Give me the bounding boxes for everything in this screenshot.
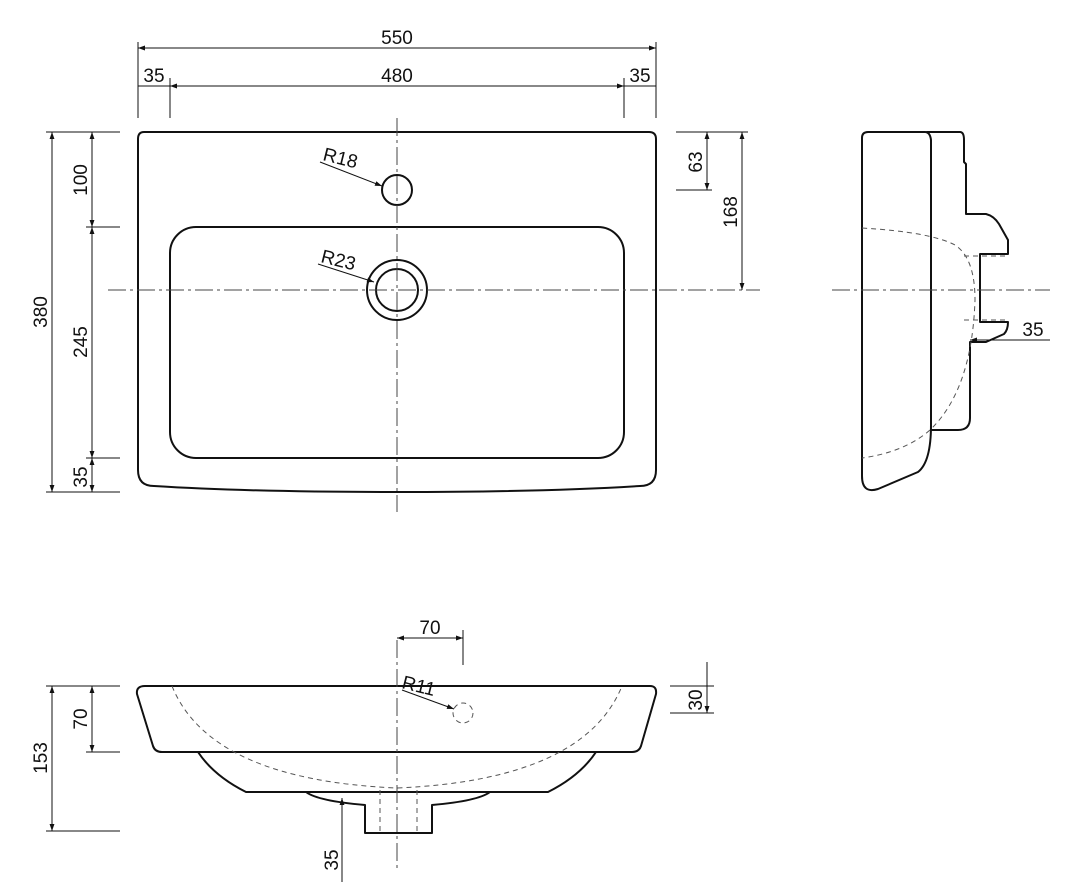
dim-inner-width: 480 — [381, 66, 413, 87]
label-drain-radius: R23 — [319, 246, 358, 275]
leader-tap-hole — [319, 161, 383, 187]
label-tap-hole-radius: R18 — [321, 144, 360, 173]
front-view-bowl-hidden — [171, 685, 623, 789]
side-view-body — [861, 131, 932, 492]
dim-rim-height: 70 — [71, 708, 92, 729]
dim-overflow-offset: 70 — [419, 618, 440, 639]
dim-overall-width: 550 — [381, 28, 413, 49]
side-view-bowl-hidden — [861, 227, 976, 459]
top-view: 550 35 480 35 380 100 245 35 R18 R23 63 … — [31, 28, 760, 512]
side-view: 35 — [832, 131, 1050, 492]
dim-margin-left: 35 — [143, 66, 164, 87]
dim-outlet-length: 35 — [1022, 320, 1043, 341]
dim-overflow-height: 30 — [686, 689, 707, 710]
leader-overflow — [401, 689, 455, 710]
dim-front-rim: 35 — [71, 466, 92, 487]
dim-overall-depth: 380 — [31, 296, 52, 328]
top-view-outline — [137, 131, 657, 493]
overflow-hole — [452, 702, 474, 724]
dim-total-height: 153 — [31, 742, 52, 774]
label-overflow-radius: R11 — [400, 672, 438, 700]
front-view-outlet — [305, 791, 491, 834]
dim-margin-right: 35 — [629, 66, 650, 87]
leader-drain — [317, 263, 375, 283]
front-view-rim — [135, 685, 658, 753]
dim-tap-offset: 100 — [71, 164, 92, 196]
dim-outlet-width: 35 — [322, 849, 343, 870]
dim-bowl-depth: 245 — [71, 326, 92, 358]
front-view: 70 R11 30 70 153 35 — [31, 618, 714, 882]
dim-tap-hole-from-back: 63 — [686, 151, 707, 172]
side-view-back-panel — [926, 131, 1009, 431]
dim-drain-from-back: 168 — [721, 196, 742, 228]
